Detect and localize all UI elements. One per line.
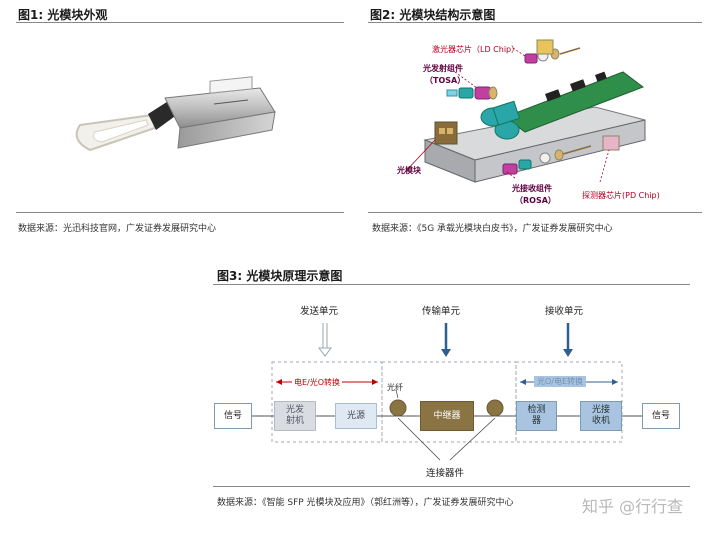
optical-module-photo xyxy=(75,76,276,152)
signal-output-box: 信号 xyxy=(642,403,680,429)
receiver-box: 光接收机 xyxy=(580,401,622,431)
eo-conversion-label: 电E/光O转换 xyxy=(292,377,343,388)
fig1-source-rule xyxy=(16,212,344,213)
label-tosa-1: 光发射组件 xyxy=(423,64,463,73)
fig2-title-rule xyxy=(368,22,702,23)
label-module: 光模块 xyxy=(397,166,421,175)
fig2-source: 数据来源：《5G 承载光模块白皮书》，广发证券发展研究中心 xyxy=(372,224,613,234)
fig3-source-rule xyxy=(213,486,690,487)
repeater-box: 中继器 xyxy=(420,401,474,431)
send-unit-label: 发送单元 xyxy=(300,306,339,317)
detector-box: 检测器 xyxy=(516,401,557,431)
watermark: 知乎 @行行查 xyxy=(582,497,684,516)
label-pd-chip: 探测器芯片(PD Chip) xyxy=(582,191,660,200)
fig3-title: 图3: 光模块原理示意图 xyxy=(217,269,343,283)
label-rosa-1: 光接收组件 xyxy=(512,184,552,193)
fig2-source-rule xyxy=(368,212,702,213)
fig3-source: 数据来源：《智能 SFP 光模块及应用》（郭红洲等），广发证券发展研究中心 xyxy=(217,498,514,508)
fiber-label: 光纤 xyxy=(387,383,403,392)
fig1-title-rule xyxy=(16,22,344,23)
label-ld-chip: 激光器芯片（LD Chip） xyxy=(432,45,520,54)
connector-label: 连接器件 xyxy=(426,468,465,479)
transmission-unit-label: 传输单元 xyxy=(422,306,461,317)
signal-input-box: 信号 xyxy=(214,403,252,429)
label-tosa-2: （TOSA） xyxy=(425,76,466,85)
label-rosa-2: （ROSA） xyxy=(515,196,556,205)
fig2-title: 图2: 光模块结构示意图 xyxy=(370,8,496,22)
transmitter-box: 光发射机 xyxy=(274,401,316,431)
oe-conversion-label: 光O/电E转换 xyxy=(534,376,587,387)
light-source-box: 光源 xyxy=(335,403,377,429)
fig1-title: 图1: 光模块外观 xyxy=(18,8,108,22)
fig3-title-rule xyxy=(213,284,690,285)
module-structure-diagram xyxy=(404,39,646,183)
receive-unit-label: 接收单元 xyxy=(545,306,584,317)
fig1-source: 数据来源：光迅科技官网，广发证券发展研究中心 xyxy=(18,224,217,234)
